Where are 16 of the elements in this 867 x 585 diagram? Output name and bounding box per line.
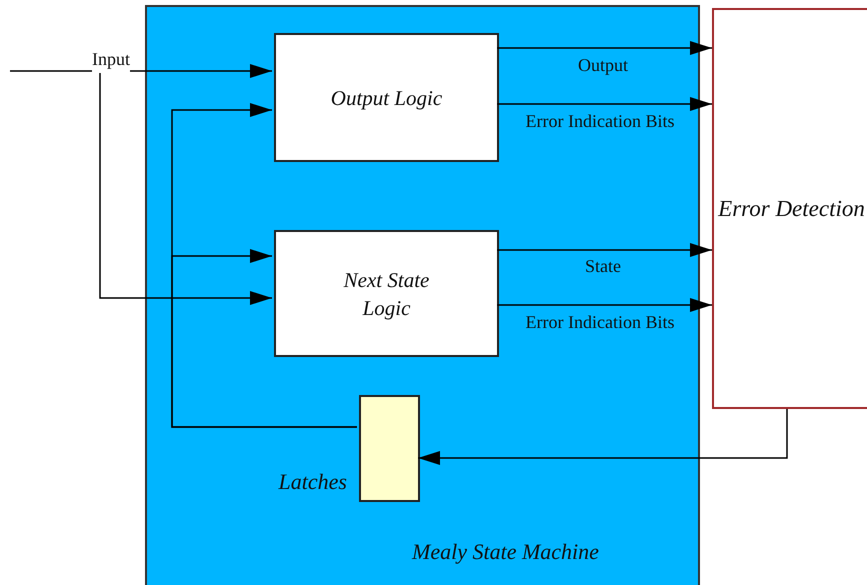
arrow	[497, 41, 712, 55]
node-label: Output Logic	[330, 84, 444, 112]
arrow	[99, 71, 272, 305]
node-label: Error Detection	[716, 194, 866, 222]
process-box	[712, 8, 867, 409]
node-label: Next State Logic	[342, 266, 430, 322]
arrow	[497, 97, 712, 111]
state-machine-panel	[145, 5, 700, 585]
panel-title: Mealy State Machine	[412, 538, 599, 566]
arrow	[171, 249, 357, 428]
arrow	[497, 298, 712, 312]
arrow	[497, 243, 712, 257]
process-box	[274, 230, 499, 357]
node-label: Latches	[278, 468, 347, 496]
arrow	[418, 409, 788, 465]
process-box	[274, 33, 499, 162]
